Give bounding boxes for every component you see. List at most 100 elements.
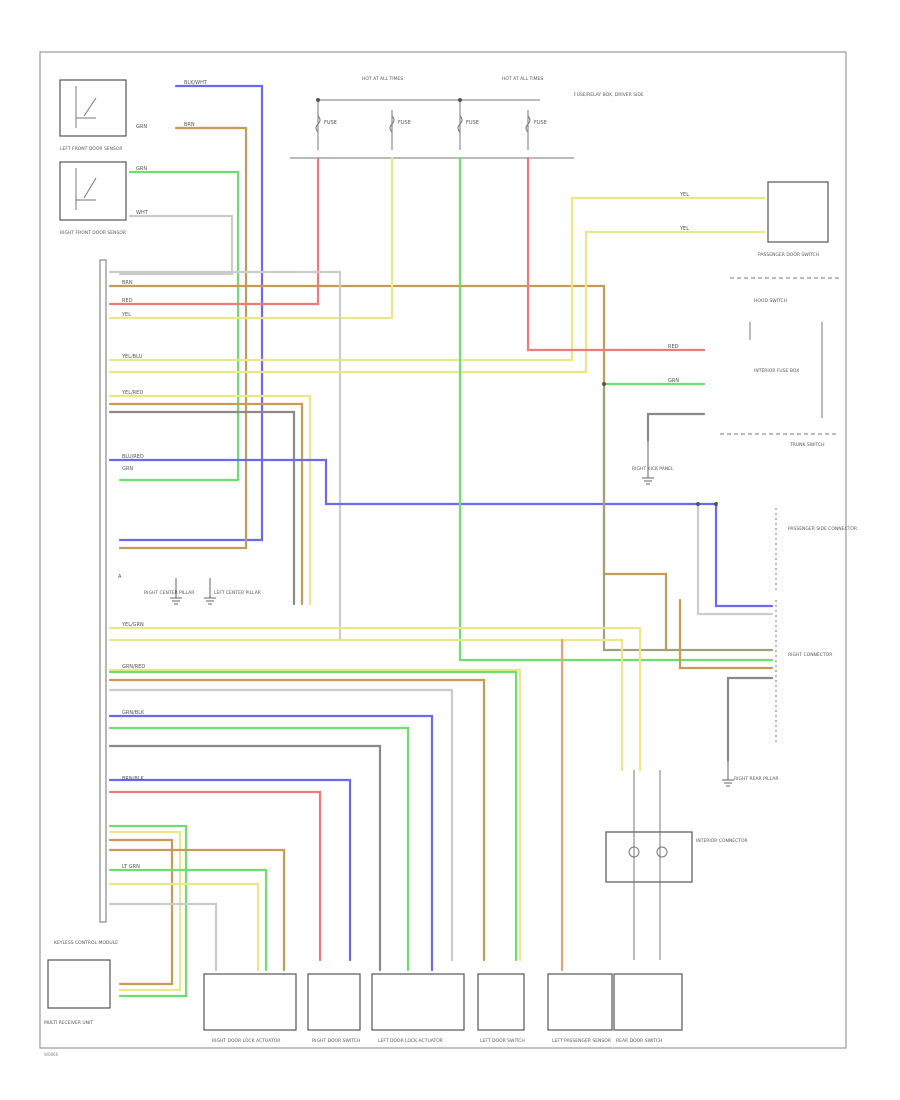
wire-yel-grn-low <box>108 668 522 962</box>
wire-gry-mid <box>108 410 296 606</box>
wire-label-fuse-3: FUSE <box>466 120 479 126</box>
wire-gry-left-act <box>108 744 382 972</box>
wire-wht-top <box>108 270 342 642</box>
wire-red-fuse1 <box>108 156 320 306</box>
label-hood-switch: HOOD SWITCH <box>754 298 787 304</box>
splice-2 <box>458 98 462 102</box>
wire-yel-right-act <box>108 882 260 972</box>
wire-yel-low-1 <box>108 626 642 772</box>
keyless-control-module-box <box>99 259 107 923</box>
left-passenger-sensor-box <box>547 973 613 1031</box>
wire-yel-passenger-1 <box>108 196 766 362</box>
diagram-frame <box>39 51 847 1049</box>
label-right-connector: RIGHT CONNECTOR <box>788 652 832 658</box>
wire-label-yel-blu: YEL/BLU <box>121 354 143 360</box>
ground-center-2 <box>204 578 216 605</box>
wire-label-lt-grn: LT GRN <box>122 864 140 870</box>
wire-yel-red-low <box>108 678 486 962</box>
wire-grn-bottom-1 <box>108 824 188 998</box>
wire-label-red-1: RED <box>122 298 133 304</box>
label-right-door-switch: RIGHT DOOR SWITCH <box>312 1038 360 1044</box>
wire-label-yel-1: YEL <box>121 312 131 318</box>
right-front-door-switch-symbol <box>75 168 97 210</box>
ground-right-kick <box>642 440 654 485</box>
wire-label-blk-wht: BLK/WHT <box>184 80 208 86</box>
wire-red-right-door <box>108 790 322 962</box>
left-door-switch-box <box>477 973 525 1031</box>
label-right-door-lock-actuator: RIGHT DOOR LOCK ACTUATOR <box>212 1038 280 1044</box>
interior-fuse-box <box>605 831 693 883</box>
label-left-front-door-sensor: LEFT FRONT DOOR SENSOR <box>60 146 123 152</box>
label-hot-at-all-times-2: HOT AT ALL TIMES <box>502 76 543 82</box>
wire-label-fuse-2: FUSE <box>398 120 411 126</box>
label-rear-door-switch: REAR DOOR SWITCH <box>616 1038 662 1044</box>
wire-gry-trunk <box>646 412 706 442</box>
wire-label-grn-1: GRN <box>136 124 147 130</box>
fuse-4 <box>525 110 531 150</box>
wire-label-grn-2: GRN <box>136 166 147 172</box>
label-left-door-lock-actuator: LEFT DOOR LOCK ACTUATOR <box>378 1038 443 1044</box>
wire-label-brn-blk: BRN/BLK <box>122 776 145 782</box>
label-interior-fuse-box: INTERIOR FUSE BOX <box>754 368 799 374</box>
fuse-b <box>656 846 668 858</box>
wire-label-wht-1: WHT <box>136 210 149 216</box>
wire-label-yel-grn: YEL/GRN <box>121 622 144 628</box>
right-door-switch-box <box>307 973 361 1031</box>
label-hot-at-all-times-1: HOT AT ALL TIMES <box>362 76 403 82</box>
label-left-passenger-sensor: LEFT PASSENGER SENSOR <box>552 1038 611 1044</box>
wire-yel-passenger-2 <box>108 230 766 374</box>
wire-label-grn-red: GRN/RED <box>122 664 145 670</box>
label-interior-connector: INTERIOR CONNECTOR <box>696 838 748 844</box>
label-passenger-door-switch: PASSENGER DOOR SWITCH <box>758 252 819 258</box>
wire-grn-low <box>108 670 518 962</box>
wire-brn-right-act <box>108 848 286 972</box>
passenger-door-switch-box <box>767 181 829 243</box>
left-door-lock-actuator-box <box>371 973 465 1031</box>
splice-1 <box>316 98 320 102</box>
wire-yel-bottom-1 <box>108 830 182 992</box>
label-right-front-door-sensor: RIGHT FRONT DOOR SENSOR <box>60 230 126 236</box>
wire-grn-brn-fuse <box>602 388 774 652</box>
wire-wht-right-act <box>108 902 218 972</box>
wire-grn-left-act <box>108 726 410 972</box>
wire-blu-left-act <box>108 714 434 972</box>
label-ground-left-center: LEFT CENTER PILLAR <box>214 590 261 596</box>
fuse-1 <box>315 100 321 150</box>
wire-blk-wht-left-door <box>118 84 264 542</box>
right-front-door-sensor-box <box>59 161 127 221</box>
figure-id: W0866 <box>44 1052 59 1057</box>
label-left-door-switch: LEFT DOOR SWITCH <box>480 1038 525 1044</box>
wire-label-yel-pass: YEL <box>679 192 689 198</box>
fuse-3 <box>457 100 463 150</box>
wire-blu-long <box>108 458 774 608</box>
wire-brn-right-conn <box>678 598 774 670</box>
wire-label-yel-red: YEL/RED <box>121 390 143 396</box>
splice-4 <box>714 502 718 506</box>
label-trunk-switch: TRUNK SWITCH <box>789 442 825 448</box>
wire-grn-right-act <box>108 868 268 972</box>
wire-label-yel-pass-2: YEL <box>679 226 689 232</box>
splice-3 <box>602 382 606 386</box>
wire-label-red-hood: RED <box>668 344 679 350</box>
rear-door-switch-box <box>613 973 683 1031</box>
multi-receiver-box <box>47 959 111 1009</box>
ground-center-1 <box>170 578 182 605</box>
right-door-lock-actuator-box <box>203 973 297 1031</box>
ground-right-rear <box>722 760 734 787</box>
left-front-door-switch-symbol <box>75 86 97 128</box>
fuse-2 <box>389 110 395 150</box>
wire-label-blu: BLU/RED <box>122 454 144 460</box>
wire-gry-right-conn <box>726 676 774 762</box>
wire-yel-fuse2 <box>108 156 394 320</box>
wire-brn-left-door <box>118 126 248 550</box>
wire-label-grn-3: GRN <box>122 466 133 472</box>
wire-wht-right-door <box>118 214 234 276</box>
wire-wht-low <box>108 688 454 962</box>
wire-label-a: A <box>118 574 122 580</box>
left-front-door-sensor-box <box>59 79 127 137</box>
wire-brn-bottom-1 <box>108 838 174 986</box>
wire-label-fuse-4: FUSE <box>534 120 547 126</box>
wire-red-hood <box>526 156 706 352</box>
label-multi-receiver: MULTI RECEIVER UNIT <box>44 1020 93 1026</box>
